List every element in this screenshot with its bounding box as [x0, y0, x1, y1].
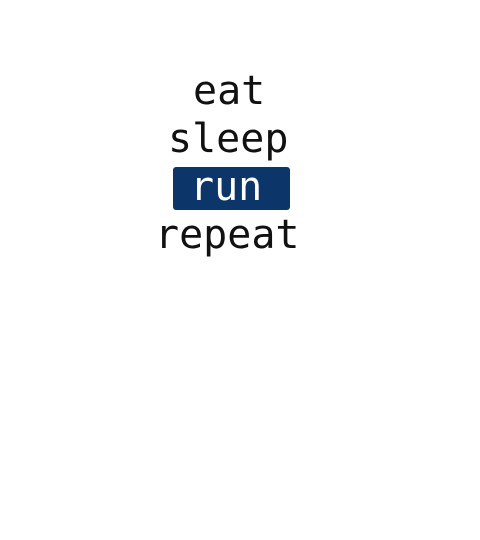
run-highlight-box: run	[173, 167, 290, 210]
word-repeat: repeat	[155, 212, 300, 258]
word-run: run	[190, 164, 263, 210]
word-sleep: sleep	[168, 116, 289, 162]
word-eat: eat	[193, 68, 266, 114]
